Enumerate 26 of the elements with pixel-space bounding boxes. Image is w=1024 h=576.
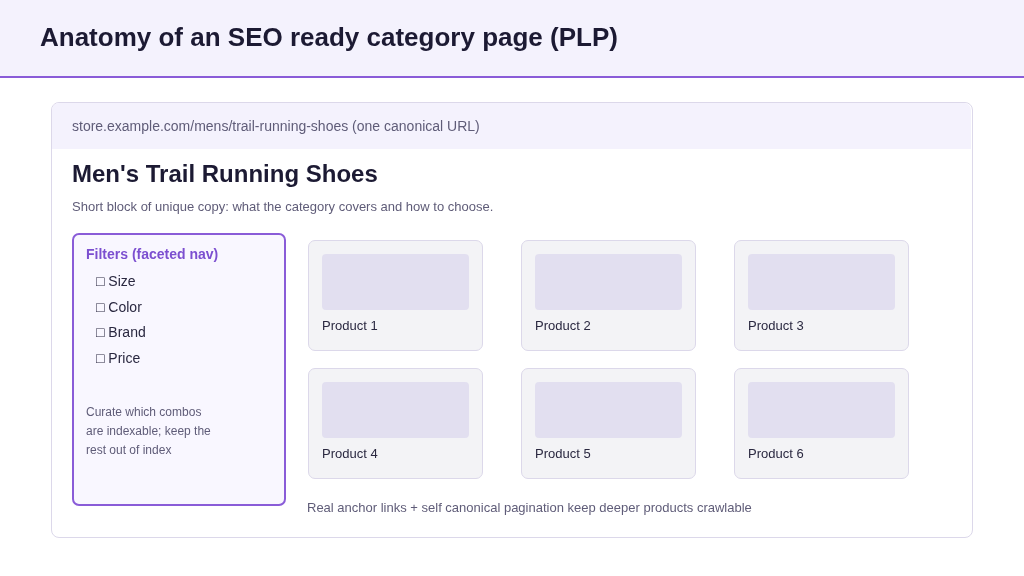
page-title: Anatomy of an SEO ready category page (PLP) xyxy=(40,22,618,53)
product-name: Product 1 xyxy=(322,318,378,333)
product-card xyxy=(308,240,483,351)
category-heading: Men's Trail Running Shoes xyxy=(72,160,378,188)
url-text: store.example.com/mens/trail-running-shoes (one canonical URL) xyxy=(72,118,480,134)
filter-heading: Filters (faceted nav) xyxy=(86,246,219,262)
url-bar xyxy=(52,103,971,149)
product-name: Product 4 xyxy=(322,446,378,461)
intro-copy: Short block of unique copy: what the category covers and how to choose. xyxy=(72,199,494,214)
filter-option: □ Size xyxy=(96,273,136,289)
product-card xyxy=(734,240,909,351)
product-card xyxy=(521,240,696,351)
filter-option: □ Price xyxy=(96,349,141,366)
product-card xyxy=(308,368,483,479)
filter-note: Curate which combos are indexable; keep the rest out of index xyxy=(86,404,212,459)
product-card xyxy=(521,368,696,479)
product-name: Product 6 xyxy=(748,446,804,461)
filter-option: □ Color xyxy=(96,298,142,315)
product-card xyxy=(734,368,909,479)
filter-option: □ Brand xyxy=(96,324,146,340)
product-name: Product 2 xyxy=(535,318,591,333)
product-name: Product 3 xyxy=(748,318,804,333)
filter-panel xyxy=(72,233,286,506)
browser-frame xyxy=(51,102,973,538)
footnote: Real anchor links + self canonical pagination keep deeper products crawlable xyxy=(307,500,752,515)
product-name: Product 5 xyxy=(535,446,591,461)
